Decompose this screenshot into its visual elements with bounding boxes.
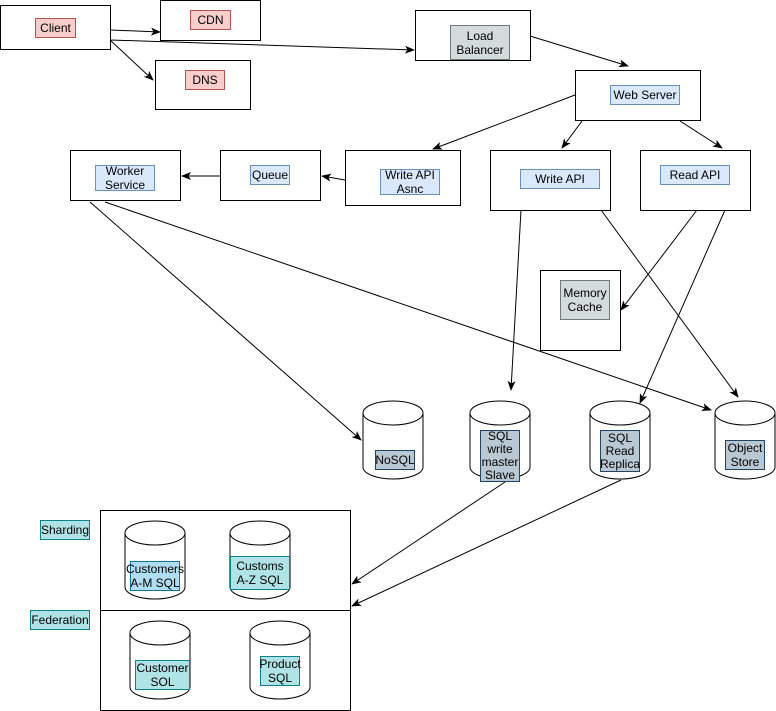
edge-web-server-write-api bbox=[561, 120, 583, 149]
write-api-async-label: Write API Asnc bbox=[380, 168, 440, 196]
customers-am-label: Customers A-M SQL bbox=[126, 561, 185, 591]
cdn-label: CDN bbox=[190, 10, 231, 30]
edge-load-balancer-web-server bbox=[529, 35, 629, 68]
edge-client-cdn bbox=[109, 27, 161, 36]
sql-read-label: SQL Read Replica bbox=[599, 430, 641, 472]
edge-client-load-balancer bbox=[109, 39, 415, 54]
memory-cache-label: Memory Cache bbox=[560, 280, 610, 320]
edge-read-api-memory-cache bbox=[620, 209, 698, 311]
load-balancer-label: Load Balancer bbox=[450, 25, 510, 60]
worker-service-label: Worker Service bbox=[95, 164, 155, 192]
web-server-label: Web Server bbox=[610, 85, 680, 105]
edge-worker-nosql bbox=[89, 201, 362, 441]
dns-label: DNS bbox=[185, 70, 225, 90]
edge-write-api-async-queue bbox=[321, 173, 346, 182]
sql-write-label: SQL write master Slave bbox=[480, 429, 520, 482]
federation-label: Federation bbox=[30, 610, 90, 630]
edge-web-server-read-api bbox=[679, 120, 723, 149]
edge-sql-write-cluster bbox=[351, 479, 509, 585]
client-label: Client bbox=[35, 18, 76, 38]
write-api-async-box bbox=[345, 150, 461, 206]
edge-write-api-sql-write bbox=[507, 209, 522, 391]
sharding-label: Sharding bbox=[40, 520, 90, 540]
read-api-label: Read API bbox=[660, 165, 730, 185]
edge-sql-read-cluster bbox=[351, 479, 622, 607]
edge-read-api-sql-read bbox=[639, 209, 726, 404]
edge-client-dns bbox=[109, 39, 154, 81]
customs-az-label: Customs A-Z SQL bbox=[230, 556, 290, 590]
edge-web-server-write-api-async bbox=[432, 94, 576, 150]
object-store-label: Object Store bbox=[725, 440, 765, 470]
write-api-label: Write API bbox=[520, 169, 600, 189]
customer-sol-label: Customer SOL bbox=[135, 660, 190, 690]
queue-label: Queue bbox=[250, 165, 290, 185]
edge-worker-object-store bbox=[104, 201, 712, 411]
edge-write-api-object-store bbox=[600, 209, 739, 398]
product-sql-label: Product SQL bbox=[259, 656, 301, 686]
nosql-label: NoSQL bbox=[375, 450, 415, 470]
